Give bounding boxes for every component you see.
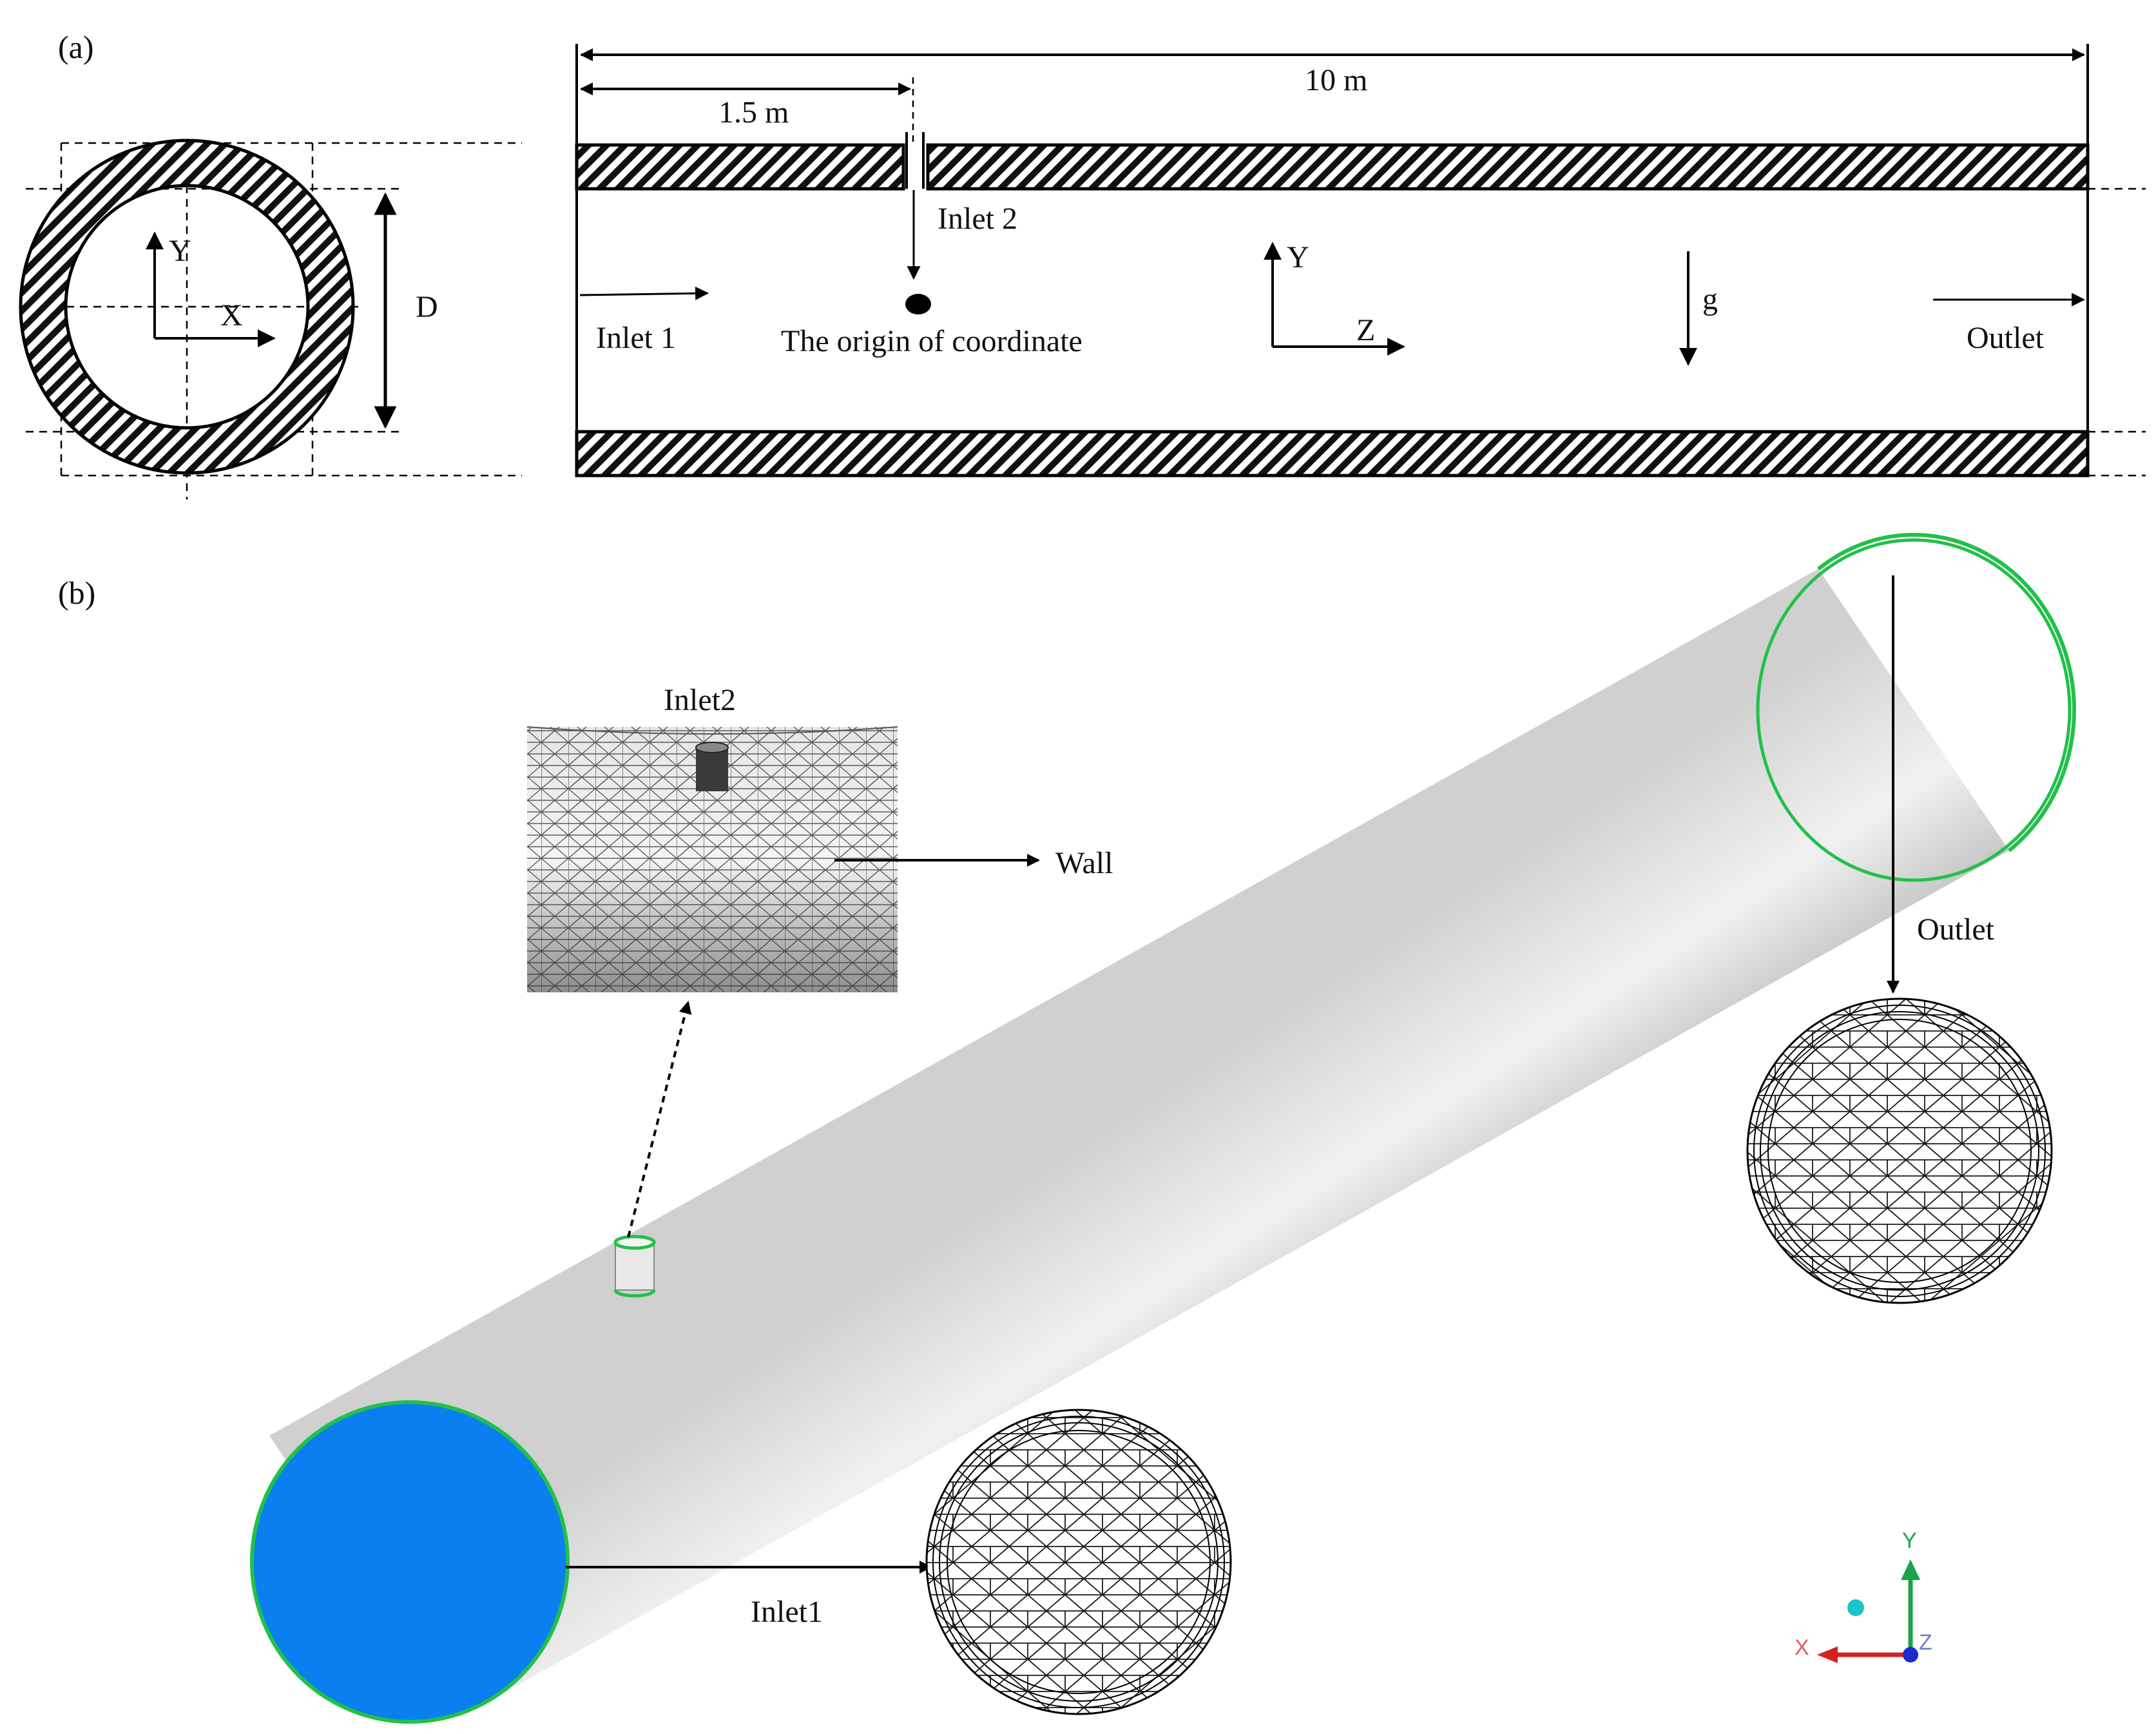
outlet-mesh-view: Outlet: [1746, 575, 2053, 1304]
origin-dot: [905, 294, 931, 314]
triad-origin-dot: [1903, 1647, 1918, 1662]
gravity-label: g: [1702, 282, 1718, 316]
panel-a-label: (a): [58, 29, 94, 65]
wall-label: Wall: [1055, 846, 1113, 880]
inlet1-label: Inlet 1: [596, 321, 676, 355]
inlet2-mesh-view: Inlet2 Wall: [526, 683, 1113, 992]
inlet1-face: [250, 1400, 570, 1724]
inlet1-mesh-label: Inlet1: [751, 1595, 823, 1629]
pipe-3d: [250, 532, 2077, 1724]
axis-triad: Y X Z: [1795, 1528, 1932, 1663]
diameter-label: D: [416, 290, 438, 324]
triad-x-label: X: [1795, 1635, 1809, 1660]
inlet1-mesh-view: Inlet1: [566, 1409, 1232, 1715]
inlet2-mesh-label: Inlet2: [664, 683, 736, 717]
triad-z-label: Z: [1919, 1630, 1932, 1655]
cross-section: Y X D: [19, 139, 522, 499]
inlet1-arrow: [579, 286, 709, 300]
pipe-wall-ring: [19, 139, 355, 475]
cross-axis-y-label: Y: [169, 234, 191, 268]
inlet2-label: Inlet 2: [938, 202, 1017, 236]
outlet-face-rim: [1756, 538, 2072, 882]
cross-axis-x-label: X: [220, 298, 243, 332]
side-axis-z-label: Z: [1356, 313, 1375, 347]
triad-cyan-dot: [1847, 1599, 1864, 1616]
inlet2-stub: [613, 1235, 656, 1298]
inlet2-offset-label: 1.5 m: [718, 95, 789, 130]
side-axis-y-label: Y: [1287, 240, 1309, 275]
panel-b-label: (b): [58, 575, 95, 611]
panel-a: (a) Y X D 10 m 1.5 m: [19, 29, 2146, 499]
side-view: 10 m 1.5 m Inlet 2 The origin of coordin…: [575, 44, 2146, 477]
outlet-label-a: Outlet: [1967, 321, 2045, 355]
bottom-wall: [575, 430, 2090, 477]
inlet2-callout-arrow: [627, 1001, 692, 1238]
pipe-body: [269, 569, 2009, 1717]
outlet-label-b: Outlet: [1917, 912, 1995, 947]
panel-b: (b) Inlet2 Wall: [58, 532, 2077, 1724]
total-length-label: 10 m: [1305, 63, 1367, 97]
triad-y-label: Y: [1902, 1528, 1917, 1553]
origin-label: The origin of coordinate: [781, 324, 1083, 358]
top-wall: [575, 143, 905, 191]
